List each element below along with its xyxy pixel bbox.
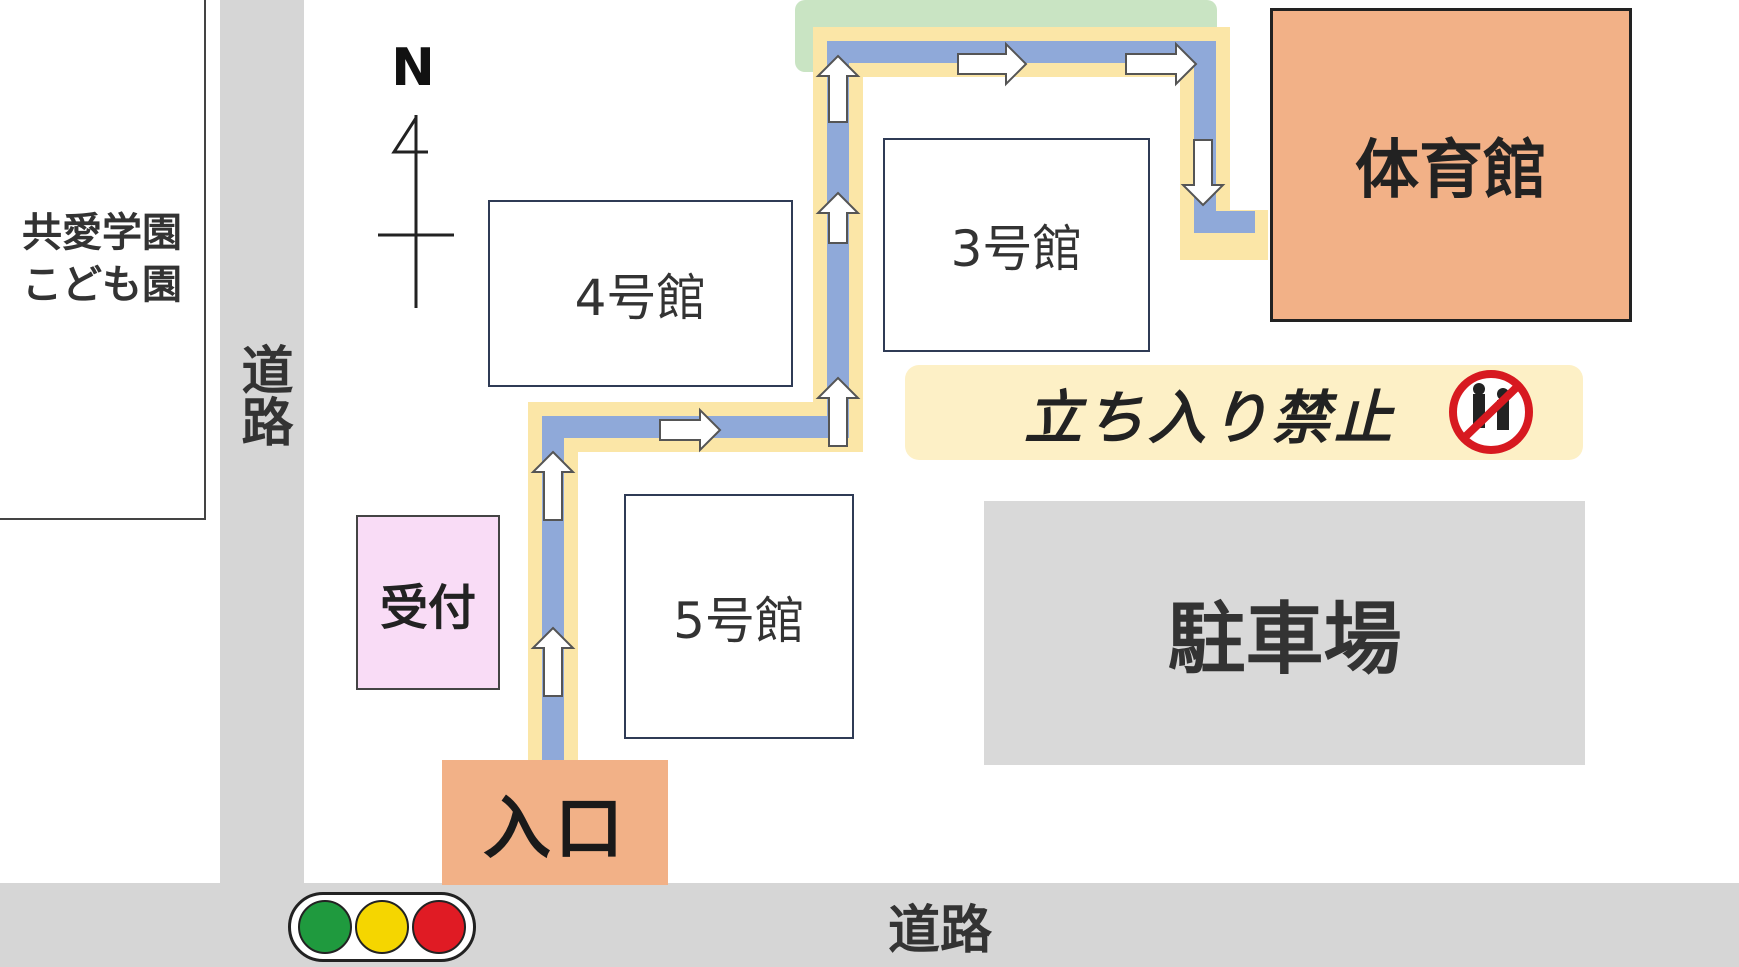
traffic-light-icon [288, 892, 476, 962]
road-vertical-label-text: 道路 [232, 343, 292, 447]
north-label: N [391, 38, 435, 98]
building-5-label: 5号館 [673, 591, 805, 650]
parking-label: 駐車場 [1167, 595, 1402, 685]
nursery-name-line1: 共愛学園 [22, 210, 182, 256]
route-arrow-icon [1125, 41, 1198, 87]
building-3-label: 3号館 [950, 220, 1083, 278]
gymnasium-label: 体育館 [1355, 134, 1547, 208]
route-arrow-icon [815, 54, 861, 123]
road-vertical [220, 0, 304, 885]
traffic-light-red [411, 900, 466, 954]
building-5: 5号館 [624, 494, 854, 739]
route-path [542, 41, 1255, 770]
traffic-light-yellow [354, 900, 409, 954]
route-arrow-icon [659, 407, 722, 453]
no-entry-icon [1449, 370, 1533, 454]
entrance-label: 入口 [482, 790, 627, 869]
building-3: 3号館 [883, 138, 1150, 352]
route-arrow-icon [530, 626, 576, 697]
route-arrow-icon [957, 41, 1028, 87]
nursery-name-line2: こども園 [22, 262, 182, 308]
route-arrow-icon [1180, 139, 1226, 207]
compass-north-icon [378, 115, 454, 308]
route-arrow-icon [815, 376, 861, 447]
reception: 受付 [356, 515, 500, 690]
road-horizontal-label: 道路 [887, 900, 992, 961]
no-entry-label: 立ち入り禁止 [1023, 383, 1396, 452]
nursery-school-lot: 共愛学園 こども園 [0, 0, 206, 520]
road-vertical-label: 道路 [220, 325, 304, 465]
route-arrow-icon [530, 450, 576, 521]
building-4: 4号館 [488, 200, 793, 387]
reception-label: 受付 [379, 579, 476, 636]
entrance: 入口 [442, 760, 668, 885]
gymnasium: 体育館 [1270, 8, 1632, 322]
traffic-light-green [298, 900, 353, 954]
building-4-label: 4号館 [574, 268, 707, 327]
parking-lot: 駐車場 [984, 501, 1585, 765]
route-arrow-icon [815, 191, 861, 244]
